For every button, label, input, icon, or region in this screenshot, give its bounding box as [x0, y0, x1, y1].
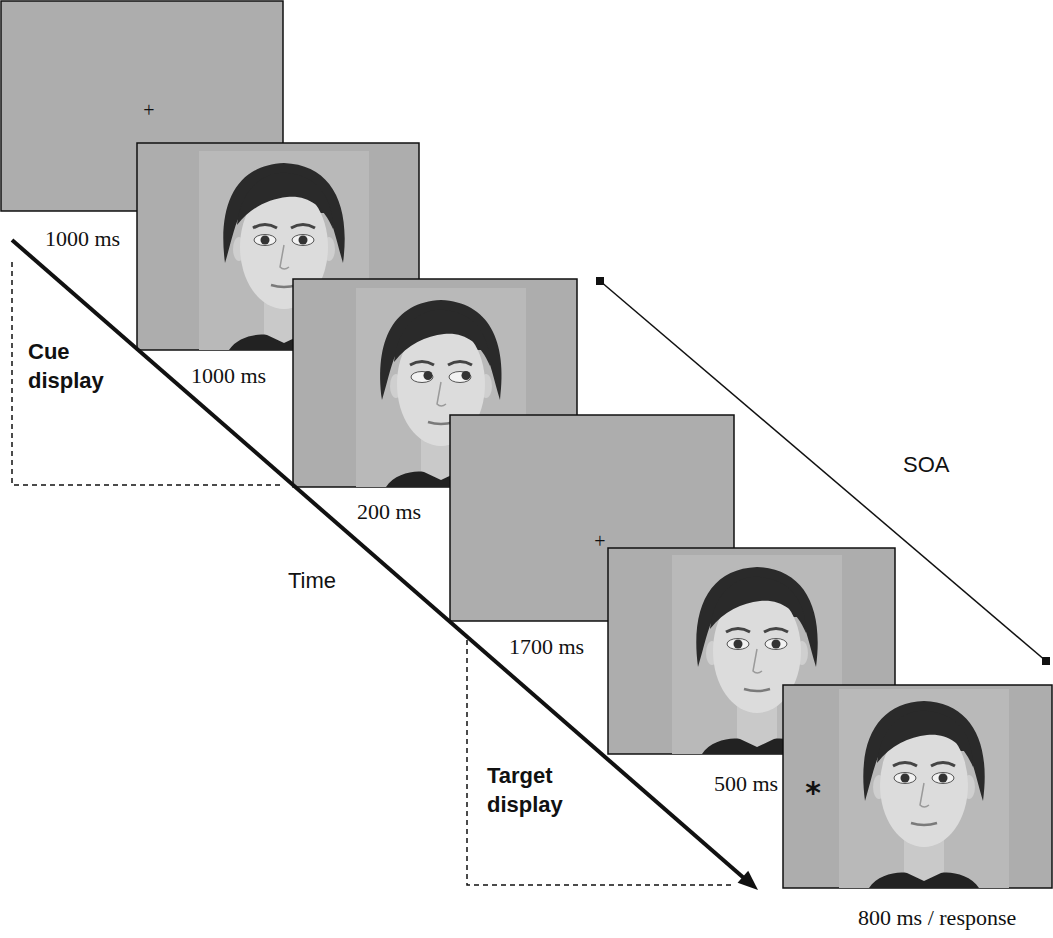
time-arrowhead [738, 871, 758, 890]
target-bracket [467, 640, 735, 885]
duration-label: 1000 ms [191, 363, 266, 389]
time-arrow [12, 240, 745, 879]
duration-label: 500 ms [714, 771, 778, 797]
phase-label: Target display [487, 762, 587, 819]
phase-label: Cue display [28, 338, 128, 395]
duration-label: 800 ms / response [858, 905, 1016, 931]
target-asterisk: * [805, 778, 821, 808]
face-photo [839, 689, 1009, 888]
soa-line [600, 281, 1046, 661]
duration-label: 1000 ms [45, 226, 120, 252]
interval-label: SOA [903, 452, 949, 478]
soa-end-marker [596, 277, 604, 285]
soa-end-marker [1042, 657, 1050, 665]
duration-label: 1700 ms [509, 634, 584, 660]
fixation-cross: + [143, 100, 154, 120]
fixation-cross: + [594, 531, 605, 551]
target-screen [783, 685, 1052, 888]
duration-label: 200 ms [357, 499, 421, 525]
cue-bracket [12, 262, 283, 485]
axis-label: Time [288, 568, 336, 594]
